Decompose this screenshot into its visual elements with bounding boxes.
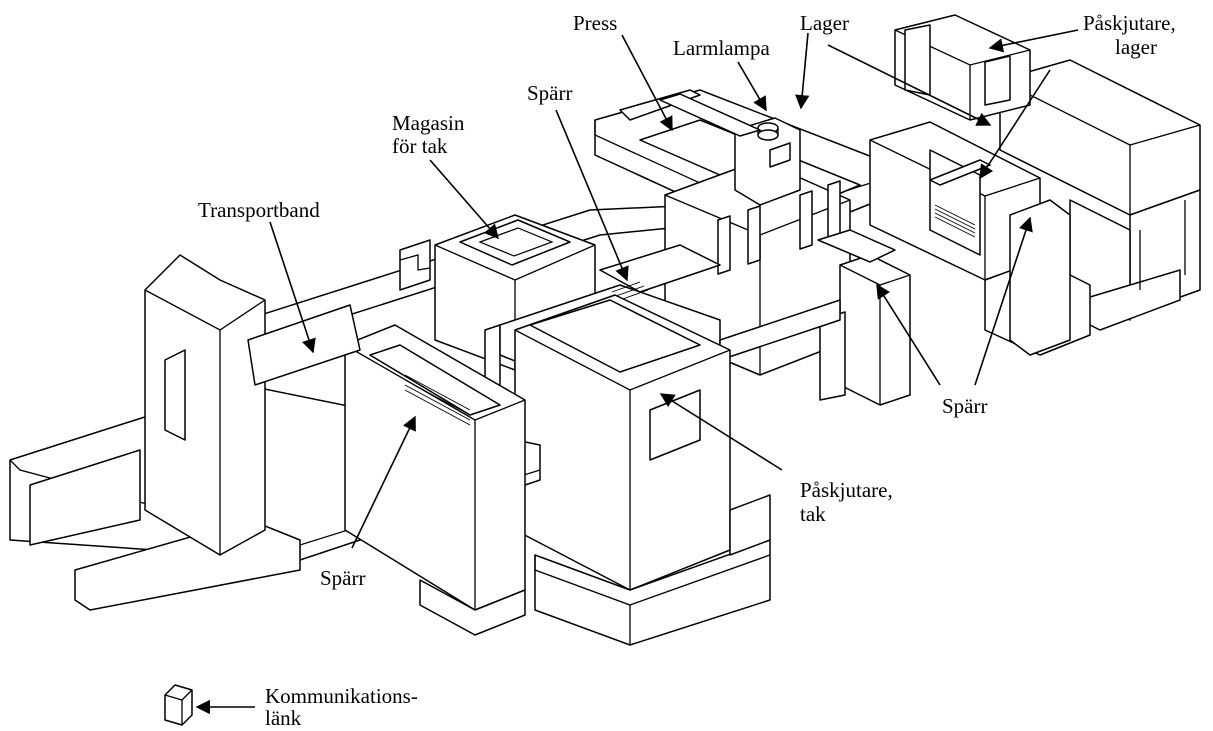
label-paskjutare-tak-1: Påskjutare, (800, 478, 893, 502)
arrow-paskjutare-tak (659, 393, 783, 471)
arrow-lager-2 (827, 44, 992, 126)
roof-pusher (514, 294, 771, 646)
right-barrier-pillar (817, 229, 911, 406)
left-hatch (404, 374, 471, 426)
arrow-sparr-right-2 (974, 216, 1033, 386)
arrow-lager-1 (795, 32, 810, 110)
label-komm-2: länk (265, 706, 302, 730)
label-transportband: Transportband (198, 198, 320, 222)
label-paskjutare-lager-2: lager (1115, 35, 1157, 59)
arrow-sparr-bottom (351, 415, 416, 549)
label-paskjutare-lager-1: Påskjutare, (1083, 11, 1176, 35)
arrow-transportband (269, 221, 316, 354)
arrow-sparr-right-1 (876, 283, 941, 386)
pusher-storage (894, 14, 1031, 121)
arrow-magasin (429, 159, 499, 240)
label-lager: Lager (800, 11, 849, 35)
label-magasin-1: Magasin (392, 111, 465, 135)
left-barrier (344, 324, 526, 636)
arrow-sparr-top (555, 109, 629, 282)
label-sparr-bottom: Spärr (320, 566, 366, 590)
label-sparr-top: Spärr (527, 81, 573, 105)
arrow-larmlampa (737, 61, 767, 112)
label-larmlampa: Larmlampa (673, 36, 770, 60)
arrow-paskjutare-lager-1 (988, 29, 1079, 53)
label-press: Press (573, 11, 617, 35)
label-paskjutare-tak-2: tak (800, 502, 826, 526)
arrow-paskjutare-lager-2 (979, 69, 1051, 180)
communication-link-cube (164, 684, 193, 726)
label-sparr-right: Spärr (942, 394, 988, 418)
arrow-press (621, 34, 673, 132)
label-komm-1: Kommunikations- (265, 684, 418, 708)
label-magasin-2: för tak (392, 134, 448, 158)
storage-hatch (934, 204, 976, 238)
middle-hatch (611, 281, 649, 301)
storage-block (869, 121, 1091, 356)
